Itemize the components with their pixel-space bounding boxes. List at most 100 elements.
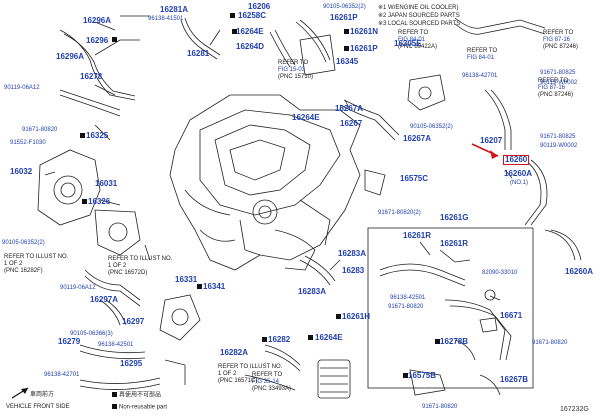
part-label[interactable]: 16295 (120, 359, 143, 368)
part-label[interactable]: 91671-80820 (532, 340, 568, 346)
non-reusable-marker (308, 335, 313, 340)
part-label[interactable]: 16206 (248, 2, 271, 11)
non-reusable-marker (232, 29, 237, 34)
part-label[interactable]: 16326 (88, 197, 111, 206)
part-label[interactable]: 16279 (58, 337, 81, 346)
part-label[interactable]: 16281A (160, 5, 189, 14)
part-label[interactable]: 16671 (500, 311, 523, 320)
legend-marker-icon (112, 392, 117, 397)
non-reusable-marker (435, 339, 440, 344)
part-label[interactable]: 16297A (90, 295, 119, 304)
non-reusable-marker (336, 314, 341, 319)
part-label[interactable]: 90119-W0002 (540, 80, 578, 86)
part-label[interactable]: 96138-42701 (462, 73, 498, 79)
diagram-code: 167232G (560, 406, 589, 413)
part-label[interactable]: 16296A (56, 52, 85, 61)
part-label[interactable]: 16032 (10, 167, 33, 176)
part-label[interactable]: 16260A (504, 169, 533, 178)
part-label[interactable]: 96138-42501 (390, 295, 426, 301)
part-label[interactable]: 90119-06A12 (4, 85, 40, 91)
part-label[interactable]: 16261R (440, 239, 469, 248)
legend-front-jp: 車両前方 (30, 392, 55, 398)
part-label[interactable]: 16345 (336, 57, 359, 66)
part-label[interactable]: 91671-80820 (22, 127, 58, 133)
part-label[interactable]: 16296A (83, 16, 112, 25)
legend-marker-icon (112, 404, 117, 409)
part-label[interactable]: 90105-06366(3) (70, 331, 113, 337)
part-label[interactable]: 96138-41501 (148, 16, 184, 22)
part-label[interactable]: 16267B (500, 375, 529, 384)
part-label[interactable]: 16261P (330, 13, 358, 22)
part-label[interactable]: 16278B (440, 337, 469, 346)
part-label[interactable]: 16264E (236, 27, 264, 36)
legend-nonreuse-jp: 再使用不可部品 (112, 392, 161, 399)
part-label[interactable]: 16278 (80, 72, 103, 81)
part-label[interactable]: 16283 (342, 266, 365, 275)
part-label[interactable]: 16283A (298, 287, 327, 296)
legend-nonreuse-en: Non-reusable part (112, 404, 167, 411)
non-reusable-marker (344, 46, 349, 51)
part-label[interactable]: 16260A (565, 267, 594, 276)
part-label[interactable]: 91671-80825 (540, 134, 576, 140)
part-label[interactable]: 96138-42501 (98, 342, 134, 348)
non-reusable-marker (82, 199, 87, 204)
note-oil-cooler: ※1 W/ENGINE OIL COOLER) (378, 5, 459, 11)
part-label[interactable]: 16297 (122, 317, 145, 326)
part-label: (NO.1) (510, 180, 528, 186)
part-label[interactable]: 16261N (350, 27, 379, 36)
part-label[interactable]: 91671-80820(2) (378, 210, 421, 216)
non-reusable-marker (230, 13, 235, 18)
part-label[interactable]: 16261H (342, 312, 371, 321)
part-label[interactable]: 16575B (408, 371, 437, 380)
non-reusable-marker (197, 284, 202, 289)
part-label[interactable]: 16282A (220, 348, 249, 357)
part-label[interactable]: 91552-F1030 (10, 140, 46, 146)
part-label[interactable]: 16264E (315, 333, 343, 342)
part-label[interactable]: 90105-06352(2) (2, 240, 45, 246)
part-label[interactable]: 16261P (350, 44, 378, 53)
part-label[interactable]: 16267A (403, 134, 432, 143)
note-japan-sourced: ※2 JAPAN SOURCED PARTS (378, 13, 460, 19)
highlighted-part-label[interactable]: 16260 (503, 155, 530, 165)
part-label[interactable]: 90105-06352(2) (410, 124, 453, 130)
non-reusable-marker (262, 337, 267, 342)
part-label[interactable]: 16281 (187, 49, 210, 58)
part-label[interactable]: 16331 (175, 275, 198, 284)
part-label[interactable]: 82090-33010 (482, 270, 518, 276)
part-label[interactable]: 16296 (86, 36, 109, 45)
part-label[interactable]: 16325 (86, 131, 109, 140)
part-label[interactable]: 16264D (236, 42, 265, 51)
part-label[interactable]: 16282 (268, 335, 291, 344)
part-label[interactable]: 91671-80825 (540, 70, 576, 76)
part-label[interactable]: 16283A (338, 249, 367, 258)
part-label[interactable]: 16261R (403, 231, 432, 240)
part-label[interactable]: 16031 (95, 179, 118, 188)
refer-to-callout[interactable]: REFER TO ILLUST NO.1 OF 2(PNC 16571C) (218, 364, 283, 384)
refer-to-callout[interactable]: REFER TO ILLUST NO.1 OF 2(PNC 16282F) (4, 254, 69, 274)
part-label[interactable]: 16207 (480, 136, 503, 145)
part-label[interactable]: 16341 (203, 282, 226, 291)
part-label[interactable]: 91671-80820 (422, 404, 458, 410)
part-label[interactable]: 16267A (335, 104, 364, 113)
part-label[interactable]: 16258C (238, 11, 267, 20)
part-label[interactable]: 16264E (292, 113, 320, 122)
part-label[interactable]: 91671-80820 (388, 304, 424, 310)
part-label[interactable]: 90119-06A12 (60, 285, 96, 291)
part-label[interactable]: 90119-W0002 (540, 143, 578, 149)
refer-to-callout[interactable]: REFER TO ILLUST NO.1 OF 2(PNC 16572D) (108, 256, 173, 276)
non-reusable-marker (403, 373, 408, 378)
part-label[interactable]: 90105-06352(2) (323, 4, 366, 10)
part-label[interactable]: 96138-42701 (44, 372, 80, 378)
part-label[interactable]: 16305E (394, 39, 422, 48)
part-label[interactable]: 16575C (400, 174, 429, 183)
part-label[interactable]: 16261G (440, 213, 469, 222)
part-label[interactable]: 16267 (340, 119, 363, 128)
